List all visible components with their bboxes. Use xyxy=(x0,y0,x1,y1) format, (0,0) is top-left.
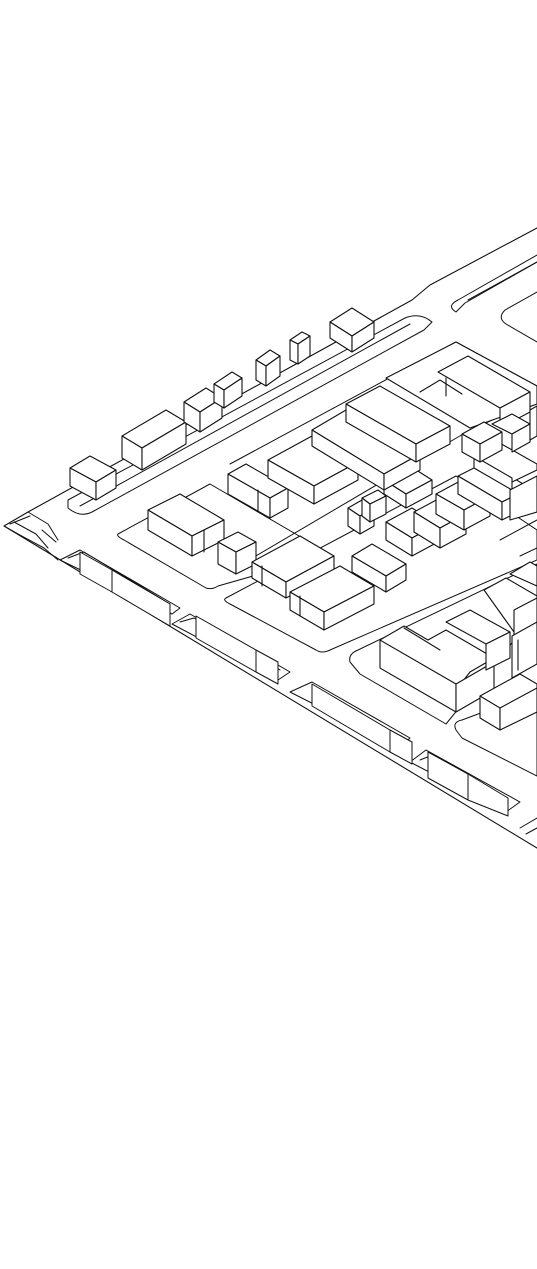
upper-curb-strip xyxy=(451,254,537,313)
building-n1 xyxy=(69,455,117,501)
building-b7 xyxy=(383,465,433,509)
building-b6 xyxy=(361,489,387,523)
lower-walls xyxy=(79,551,509,817)
building-c7 xyxy=(491,413,531,453)
block-d-outline xyxy=(454,691,537,777)
north-road-inner xyxy=(79,323,411,507)
north-block-buildings xyxy=(267,341,537,505)
building-n5 xyxy=(255,349,281,387)
building-a1 xyxy=(147,493,225,557)
building-b2 xyxy=(289,565,375,631)
building-d1-courtyard xyxy=(379,625,495,713)
building-d5 xyxy=(479,673,537,731)
building-b3 xyxy=(351,543,407,593)
building-d2 xyxy=(445,609,511,671)
building-c1 xyxy=(267,435,359,505)
building-n3 xyxy=(183,387,223,433)
block-a-buildings xyxy=(147,463,289,575)
block-b-outline xyxy=(224,475,537,653)
building-d6 xyxy=(511,621,537,679)
building-d4 xyxy=(509,561,537,587)
building-c2 xyxy=(311,409,421,491)
building-c3 xyxy=(345,385,451,463)
building-b12 xyxy=(509,475,537,521)
block-b-buildings xyxy=(251,441,537,631)
building-c8 xyxy=(529,405,537,441)
far-right-block-edge xyxy=(500,291,537,343)
block-c-buildings xyxy=(379,561,537,731)
north-row-buildings xyxy=(69,307,375,501)
building-n2 xyxy=(121,409,187,471)
building-n6 xyxy=(289,331,311,365)
west-road-edge xyxy=(3,511,59,561)
edge-details xyxy=(499,519,537,835)
north-road-edge xyxy=(67,315,433,515)
building-a3 xyxy=(227,463,289,519)
west-corner-curb xyxy=(13,521,57,549)
road-network xyxy=(3,254,537,561)
building-c6 xyxy=(461,421,503,463)
building-n4 xyxy=(213,371,243,409)
building-n7 xyxy=(329,307,375,353)
upper-curb-strip-inner xyxy=(467,261,537,301)
block-a-outline xyxy=(117,483,331,590)
building-a2 xyxy=(217,531,257,575)
